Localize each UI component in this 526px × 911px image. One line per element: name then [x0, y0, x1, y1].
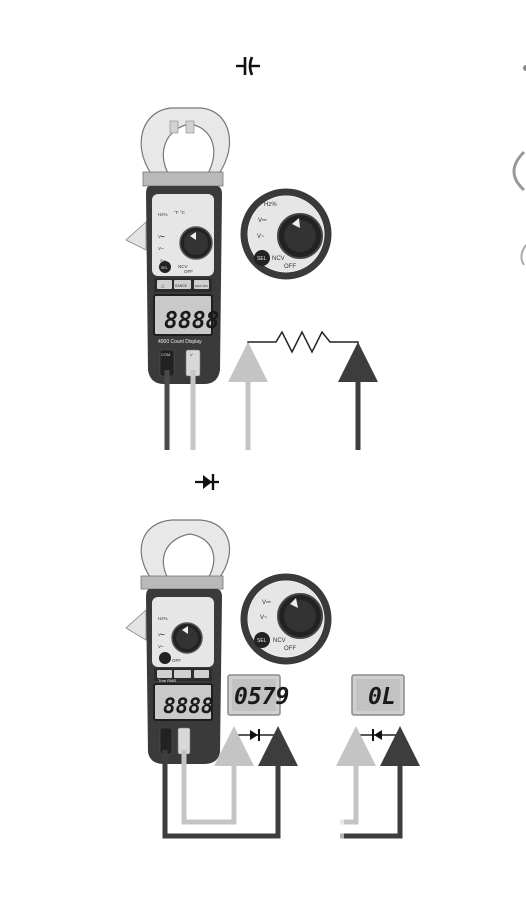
reverse-test-leads [334, 729, 400, 840]
dial-label-vac: V~ [158, 246, 164, 251]
component-capacitor [248, 332, 358, 352]
reverse-reading-value: 0L [368, 684, 396, 710]
sel-button-label: SEL [161, 266, 168, 270]
range-button-label: RANGE [175, 284, 188, 288]
clamp-jaw-2 [141, 520, 229, 585]
lcd-digits: 8888 [164, 308, 219, 334]
dial2-label-vac: V~ [158, 644, 164, 649]
hold-button-label: △ [161, 283, 165, 288]
edge-fragment [514, 65, 526, 265]
zoom2-sel-label: SEL [257, 638, 267, 644]
clamp-jaw [141, 108, 229, 180]
zoom-label-vdc: V⎓ [258, 218, 267, 224]
zoom-label-off: OFF [284, 264, 296, 270]
capacitor-test-leads [248, 332, 358, 450]
capacitance-section: Hz% °F °C V⎓ V~ A~ NCV OFF SEL △ RANGE M… [126, 57, 358, 450]
jack-label-com: COM [161, 352, 170, 357]
zoom-label-hz: Hz% [264, 202, 277, 208]
maxmin-button-label: MAX MIN [195, 284, 208, 288]
forward-reading-value: 0579 [234, 684, 289, 710]
clamp-meter-2: Hz% V⎓ V~ OFF 8888 True RMS [126, 520, 230, 764]
jack-label-v: V [190, 352, 193, 357]
diode-section: Hz% V⎓ V~ OFF 8888 True RMS V⎓ V~ SEL [126, 474, 404, 840]
forward-reading: 0579 [228, 675, 289, 715]
dial-zoom: V⎓ V~ Hz% SEL NCV OFF [244, 192, 328, 276]
dial-label-off: OFF [184, 269, 193, 274]
dial-zoom-2: V⎓ V~ SEL NCV OFF [244, 577, 328, 661]
capacitor-symbol-icon [236, 57, 260, 75]
zoom2-label-vdc: V⎓ [262, 600, 271, 606]
dial-label-temp: °F °C [174, 210, 186, 215]
display-banner: 4000 Count Display [158, 339, 202, 345]
zoom-sel-label: SEL [257, 256, 267, 262]
dial2-label-hz: Hz% [158, 616, 168, 621]
dial-label-vdc: V⎓ [158, 234, 165, 239]
zoom2-label-vac: V~ [260, 615, 268, 621]
zoom-label-vac: V~ [257, 234, 265, 240]
clamp-meter: Hz% °F °C V⎓ V~ A~ NCV OFF SEL △ RANGE M… [126, 108, 230, 384]
dial2-label-off: OFF [172, 658, 181, 663]
zoom2-label-off: OFF [284, 646, 296, 652]
dial-label-hz: Hz% [158, 212, 168, 217]
jaw-trigger [126, 222, 146, 250]
diode-symbol-icon [195, 474, 219, 490]
reverse-reading: 0L [352, 675, 404, 715]
dial2-label-vdc: V⎓ [158, 632, 165, 637]
zoom2-label-ncv: NCV [273, 638, 286, 644]
display-banner-2: True RMS [158, 678, 176, 683]
lcd-digits-2: 8888 [163, 694, 214, 718]
zoom-label-ncv: NCV [272, 256, 285, 262]
